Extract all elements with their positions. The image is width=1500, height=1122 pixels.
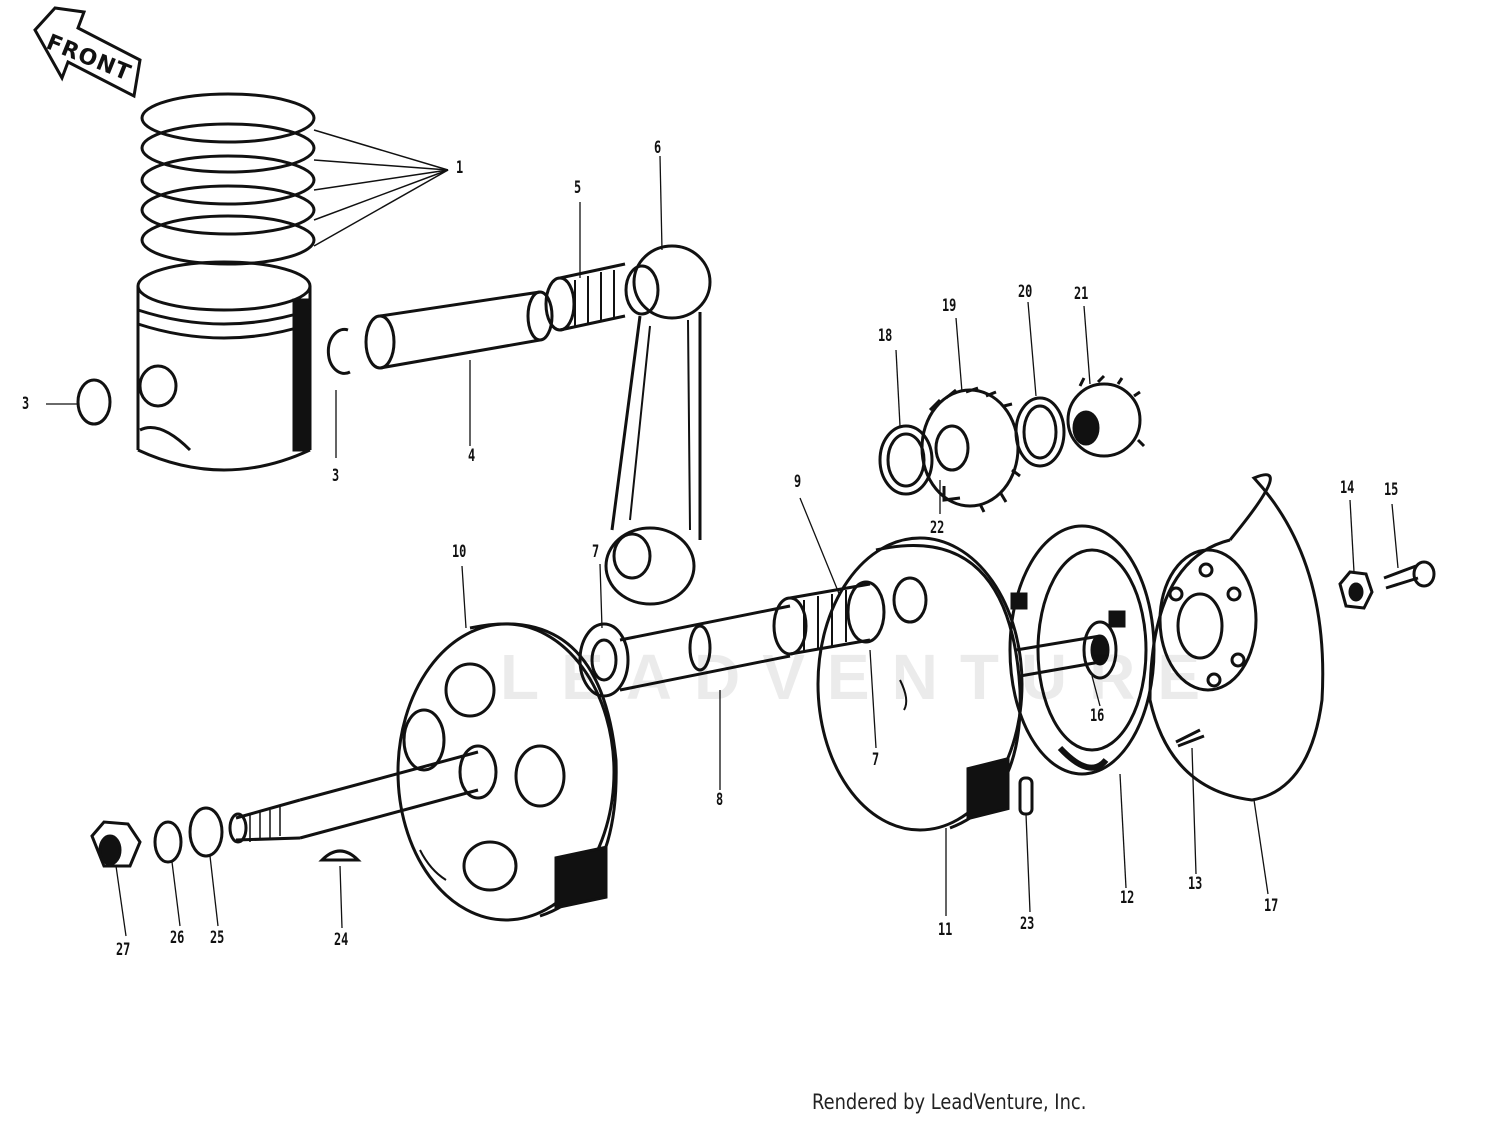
callout-20: 20 — [1018, 282, 1033, 302]
nut-14 — [1338, 570, 1374, 610]
callout-1: 1 — [456, 158, 464, 178]
callout-3-left: 3 — [22, 394, 30, 414]
big-end-bearing — [772, 580, 886, 656]
crankshaft-right-end — [1015, 620, 1118, 680]
callout-12: 12 — [1120, 888, 1135, 908]
piston-rings — [140, 92, 316, 266]
callout-23: 23 — [1020, 914, 1035, 934]
callout-22: 22 — [930, 518, 945, 538]
piston — [136, 260, 312, 472]
callout-11: 11 — [938, 920, 953, 940]
cover-17 — [1148, 473, 1325, 802]
thrust-washer-20 — [1014, 396, 1066, 468]
crankshaft-left-end — [228, 744, 498, 844]
circlip-left — [76, 378, 112, 426]
callout-4: 4 — [468, 446, 476, 466]
connecting-rod — [604, 244, 712, 606]
gear-21 — [1066, 374, 1146, 458]
callout-7-left: 7 — [592, 542, 600, 562]
callout-5: 5 — [574, 178, 582, 198]
callout-13: 13 — [1188, 874, 1203, 894]
callout-19: 19 — [942, 296, 957, 316]
left-flywheel — [396, 622, 618, 922]
callout-16: 16 — [1090, 706, 1105, 726]
callout-17: 17 — [1264, 896, 1279, 916]
callout-25: 25 — [210, 928, 225, 948]
callout-27: 27 — [116, 940, 131, 960]
label-leaders — [46, 155, 1399, 937]
nut-27 — [90, 820, 142, 868]
washer-25 — [188, 806, 224, 858]
callout-6: 6 — [654, 138, 662, 158]
small-end-bearing — [544, 262, 626, 332]
circlip-right — [326, 327, 351, 375]
woodruff-key — [318, 849, 362, 862]
front-arrow — [33, 6, 142, 99]
callout-18: 18 — [878, 326, 893, 346]
callout-26: 26 — [170, 928, 185, 948]
callout-14: 14 — [1340, 478, 1355, 498]
lock-washer-26 — [153, 820, 183, 864]
bolt-15 — [1383, 560, 1436, 590]
credit-line: Rendered by LeadVenture, Inc. — [812, 1090, 1087, 1114]
dowel-23 — [1018, 776, 1034, 816]
callout-9: 9 — [794, 472, 802, 492]
callout-7-right: 7 — [872, 750, 880, 770]
leaders-1 — [313, 129, 449, 247]
crankpin — [619, 604, 791, 692]
callout-3-right: 3 — [332, 466, 340, 486]
piston-pin — [364, 290, 554, 370]
gear-19 — [920, 386, 1021, 513]
callout-24: 24 — [334, 930, 349, 950]
callout-8: 8 — [716, 790, 724, 810]
pin-13 — [1175, 728, 1205, 748]
watermark-text: LEADVENTURE — [500, 641, 1223, 713]
callout-10: 10 — [452, 542, 467, 562]
right-flywheel — [816, 536, 1024, 832]
callout-21: 21 — [1074, 284, 1089, 304]
callout-15: 15 — [1384, 480, 1399, 500]
